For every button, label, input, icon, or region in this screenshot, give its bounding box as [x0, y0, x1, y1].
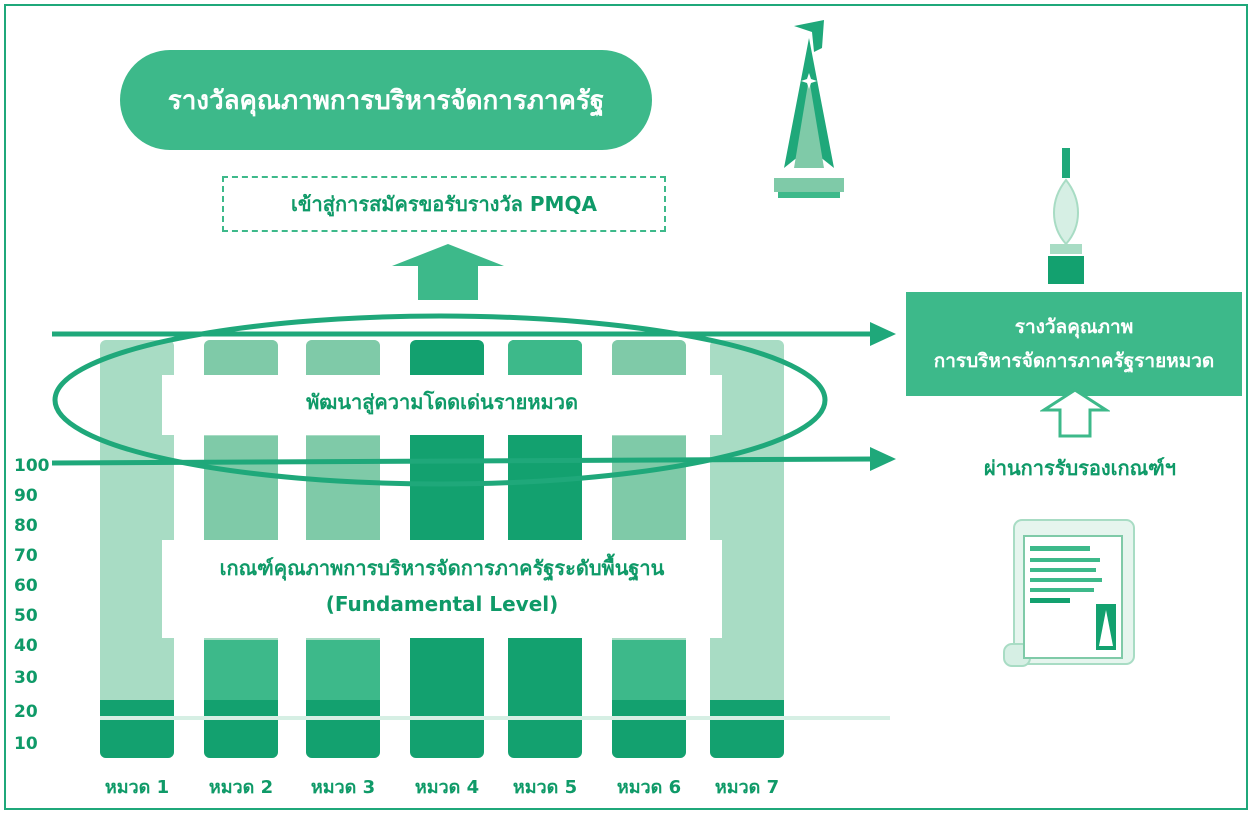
y-tick-40: 40 [14, 636, 38, 656]
category-label-5: หมวด 5 [512, 777, 578, 798]
y-tick-90: 90 [14, 486, 38, 506]
fundamental-band [162, 540, 722, 638]
y-tick-30: 30 [14, 668, 38, 688]
category-award-box: รางวัลคุณภาพ การบริหารจัดการภาครัฐรายหมว… [906, 292, 1242, 396]
fundamental-band-text-2: (Fundamental Level) [325, 592, 559, 616]
column-3-mid [306, 436, 380, 541]
apply-pmqa-box: เข้าสู่การสมัครขอรับรางวัล PMQA [222, 176, 666, 232]
category-label-2: หมวด 2 [208, 777, 274, 798]
column-7-base [710, 700, 784, 758]
y-tick-20: 20 [14, 702, 38, 722]
category-label-3: หมวด 3 [310, 777, 376, 798]
category-award-line2: การบริหารจัดการภาครัฐรายหมวด [933, 350, 1215, 372]
column-7 [710, 340, 784, 758]
column-3-top [306, 340, 380, 375]
y-tick-10: 10 [14, 734, 38, 754]
column-2-top [204, 340, 278, 375]
y-tick-70: 70 [14, 546, 38, 566]
category-label-1: หมวด 1 [104, 777, 170, 798]
certificate-icon [1003, 519, 1135, 667]
pass-criteria-label: ผ่านการรับรองเกณฑ์ฯ [984, 456, 1176, 480]
category-label-4: หมวด 4 [414, 777, 480, 798]
y-tick-80: 80 [14, 516, 38, 536]
hollow-up-arrow-icon [1040, 388, 1110, 438]
column-1-base [100, 700, 174, 758]
column-6-mid [612, 436, 686, 541]
y-tick-60: 60 [14, 576, 38, 596]
column-2-base [204, 700, 278, 758]
y-tick-50: 50 [14, 606, 38, 626]
column-6-low [612, 640, 686, 700]
category-award-line1: รางวัลคุณภาพ [1014, 316, 1134, 338]
lower-arrow-head [870, 447, 896, 471]
column-3-base [306, 700, 380, 758]
small-trophy-icon [1048, 148, 1084, 284]
upper-arrow-head [870, 322, 896, 346]
column-3-low [306, 640, 380, 700]
award-title-pill: รางวัลคุณภาพการบริหารจัดการภาครัฐ [120, 50, 652, 150]
category-label-7: หมวด 7 [714, 777, 780, 798]
column-6-top [612, 340, 686, 375]
trophy-icon [774, 20, 844, 198]
up-arrow-icon [392, 244, 504, 300]
diagram-frame [4, 4, 1248, 810]
baseline [100, 716, 890, 720]
column-5-top [508, 340, 582, 375]
column-2-mid [204, 436, 278, 541]
excellence-ellipse [52, 313, 828, 487]
y-tick-100: 100 [14, 456, 50, 476]
excellence-band-text: พัฒนาสู่ความโดดเด่นรายหมวด [306, 390, 578, 414]
fundamental-band-text-1: เกณฑ์คุณภาพการบริหารจัดการภาครัฐระดับพื้… [219, 556, 665, 580]
column-6-base [612, 700, 686, 758]
column-2-low [204, 640, 278, 700]
category-label-6: หมวด 6 [616, 777, 682, 798]
excellence-band [162, 375, 722, 435]
column-1 [100, 340, 174, 758]
